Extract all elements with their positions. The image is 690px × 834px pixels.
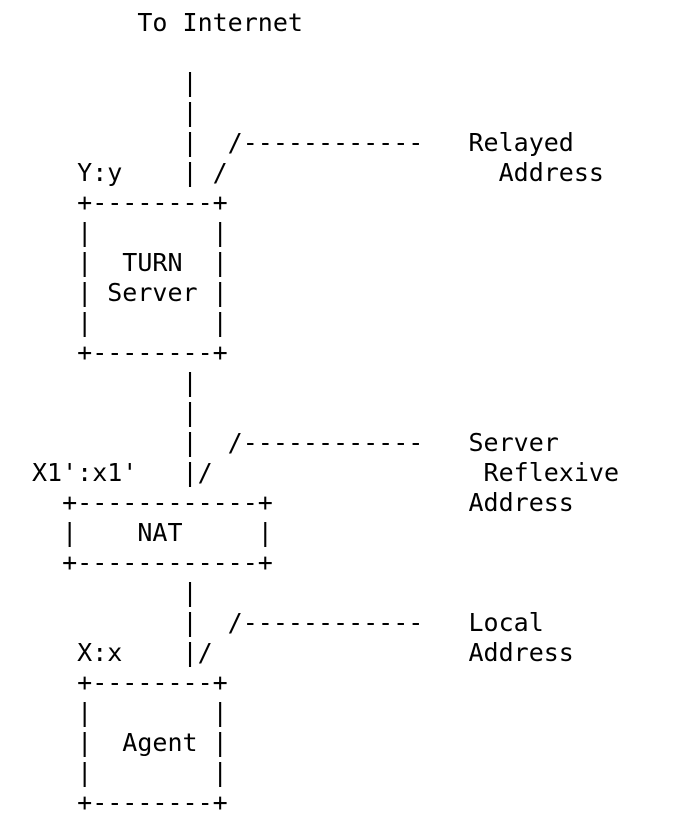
- diagram-ascii-art: To Internet | | | /------------ Relayed …: [32, 8, 619, 817]
